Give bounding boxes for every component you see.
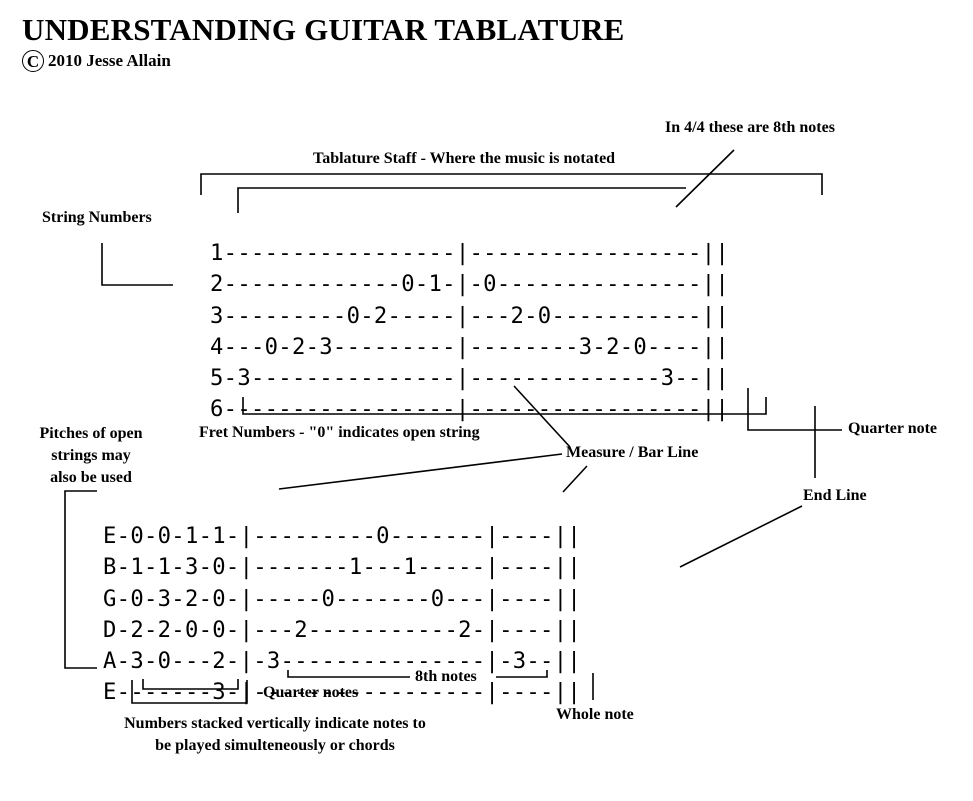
measure-bar-line-label: Measure / Bar Line <box>566 444 699 461</box>
measure-line-top-pointer <box>513 385 571 448</box>
open-pitches-bracket <box>64 490 97 669</box>
string-numbers-label: String Numbers <box>42 209 152 226</box>
eighth-notes-pointer <box>675 149 735 208</box>
copyright-icon: C <box>22 50 44 72</box>
eighth-notes-top-label: In 4/4 these are 8th notes <box>665 119 835 136</box>
whole-note-label: Whole note <box>556 706 634 723</box>
tab-line: 2-------------0-1-|-0---------------|| <box>210 271 730 298</box>
tab-line: E-------3-|-----------------|----|| <box>103 679 582 706</box>
staff-label: Tablature Staff - Where the music is not… <box>313 150 616 167</box>
eighth-notes-bracket <box>237 187 686 213</box>
chords-label: Numbers stacked vertically indicate note… <box>124 715 426 754</box>
staff-bracket <box>200 173 823 195</box>
tab-line: D-2-2-0-0-|---2-----------2-|----|| <box>103 616 582 643</box>
fret-numbers-bracket <box>242 397 767 415</box>
open-pitches-label: Pitches of open strings may also be used <box>39 425 143 486</box>
quarter-note-label: Quarter note <box>848 420 938 437</box>
tab-staff-top: 1-----------------|-----------------|| 2-… <box>210 207 729 457</box>
copyright-line: C 2010 Jesse Allain <box>22 50 171 72</box>
end-line-label: End Line <box>803 487 867 504</box>
string-numbers-pointer <box>101 243 173 286</box>
page-title: UNDERSTANDING GUITAR TABLATURE <box>22 12 625 47</box>
tab-line: B-1-1-3-0-|-------1---1-----|----|| <box>103 554 582 581</box>
measure-line-right-pointer <box>562 465 588 493</box>
chord-bracket-outer <box>131 680 248 704</box>
quarter-notes-bracket <box>142 679 239 690</box>
quarter-notes-label: Quarter notes <box>263 684 359 701</box>
tab-line: 4---0-2-3---------|--------3-2-0----|| <box>210 333 730 360</box>
end-line-bottom-pointer <box>679 505 803 568</box>
tab-line: E-0-0-1-1-|---------0-------|----|| <box>103 523 582 550</box>
tab-line: A-3-0---2-|-3---------------|-3--|| <box>103 648 582 675</box>
eighth-notes-bracket-left <box>287 670 410 678</box>
tab-line: 6-----------------|-----------------|| <box>210 396 730 423</box>
tab-staff-bottom: E-0-0-1-1-|---------0-------|----|| B-1-1… <box>103 490 581 740</box>
tab-line: 5-3---------------|--------------3--|| <box>210 365 730 392</box>
copyright-text: 2010 Jesse Allain <box>48 51 171 70</box>
eighth-notes-bracket-right <box>496 670 548 678</box>
quarter-note-pointer <box>747 388 842 431</box>
tab-line: 1-----------------|-----------------|| <box>210 240 730 267</box>
tab-line: 3---------0-2-----|---2-0-----------|| <box>210 302 730 329</box>
fret-numbers-label: Fret Numbers - "0" indicates open string <box>199 424 480 441</box>
eighth-notes-bottom-label: 8th notes <box>415 668 477 685</box>
tab-line: G-0-3-2-0-|-----0-------0---|----|| <box>103 585 582 612</box>
measure-line-left-pointer <box>278 453 563 490</box>
